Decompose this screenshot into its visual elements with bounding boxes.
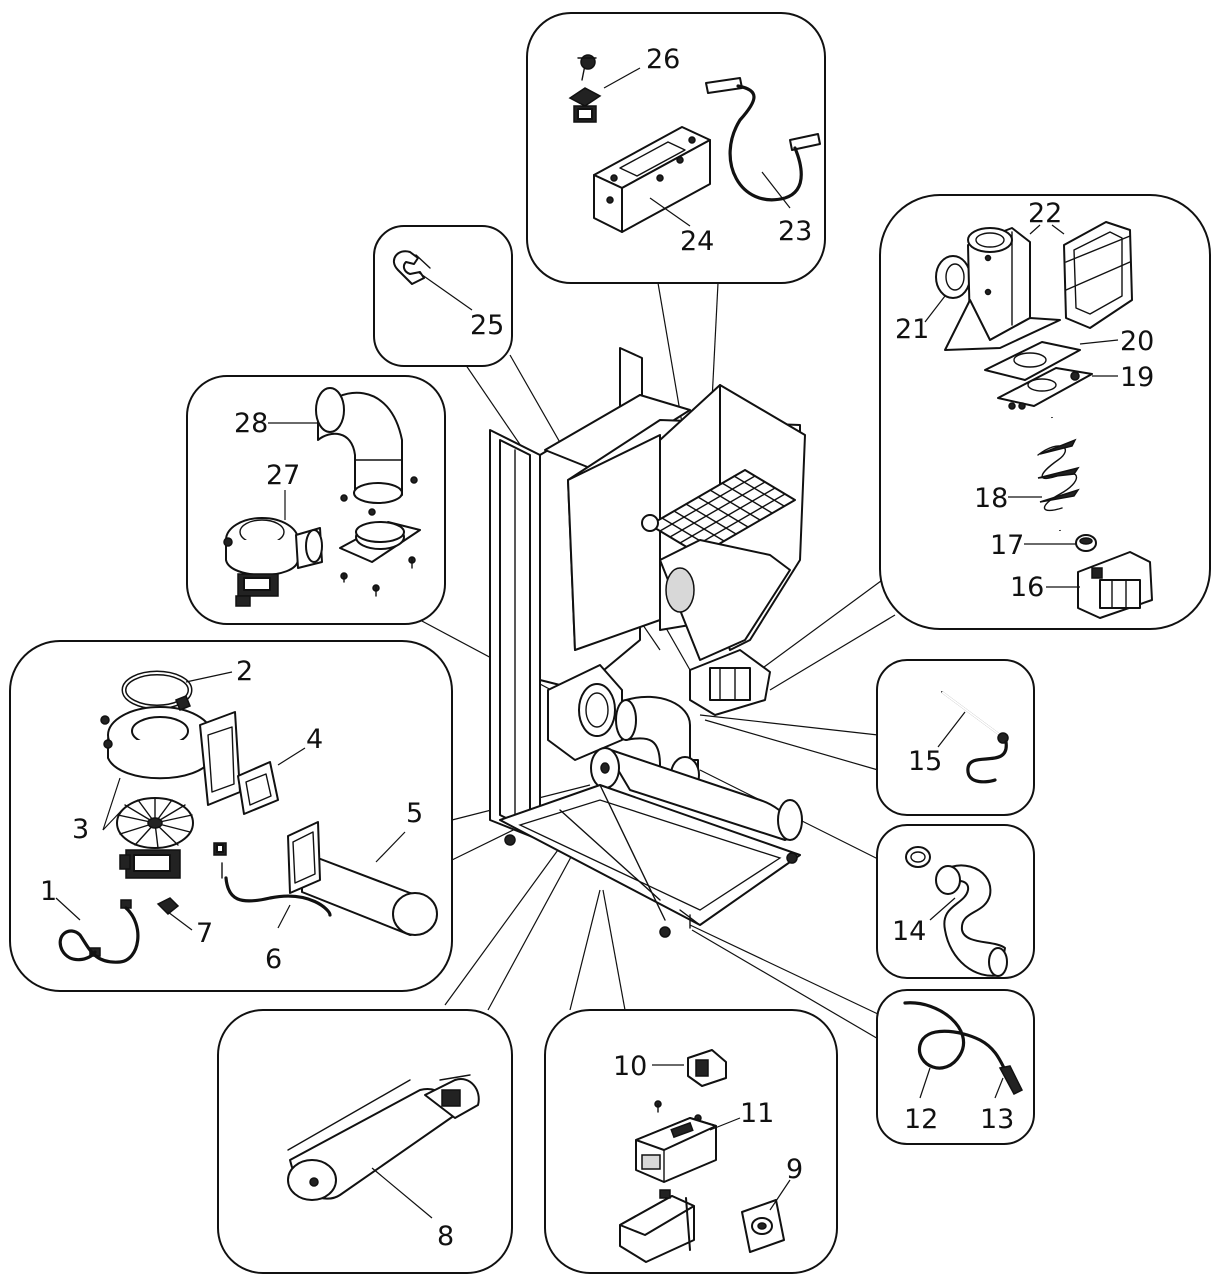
parts-burner-fan — [55, 670, 438, 964]
label-7: 7 — [196, 918, 213, 949]
label-10: 10 — [613, 1051, 647, 1082]
label-25: 25 — [470, 310, 504, 341]
parts-exhaust-fan — [223, 387, 421, 607]
parts-heater — [287, 1074, 480, 1219]
label-20: 20 — [1120, 326, 1154, 357]
label-28: 28 — [234, 408, 268, 439]
parts-controls-top — [568, 54, 821, 233]
box-clip — [373, 225, 513, 367]
label-26: 26 — [646, 44, 680, 75]
main-unit — [489, 347, 806, 938]
label-14: 14 — [892, 916, 926, 947]
parts-hose — [905, 846, 1008, 977]
label-19: 19 — [1120, 362, 1154, 393]
label-6: 6 — [265, 944, 282, 975]
label-1: 1 — [40, 876, 57, 907]
label-11: 11 — [740, 1098, 774, 1129]
label-23: 23 — [778, 216, 812, 247]
label-18: 18 — [974, 483, 1008, 514]
box-sensor — [876, 659, 1035, 816]
label-4: 4 — [306, 724, 323, 755]
label-2: 2 — [236, 656, 253, 687]
label-13: 13 — [980, 1104, 1014, 1135]
parts-sensor — [937, 691, 1009, 784]
label-16: 16 — [1010, 572, 1044, 603]
parts-electronics — [619, 1049, 791, 1263]
label-8: 8 — [437, 1221, 454, 1252]
label-22: 22 — [1028, 198, 1062, 229]
label-24: 24 — [680, 226, 714, 257]
label-27: 27 — [266, 460, 300, 491]
label-15: 15 — [908, 746, 942, 777]
label-17: 17 — [990, 530, 1024, 561]
callout-labels: 1 2 3 4 5 6 7 8 9 10 11 12 13 14 15 16 1… — [40, 44, 1154, 1252]
parts-clip — [392, 250, 473, 311]
parts-auger — [924, 221, 1153, 619]
parts-igniter-cable — [903, 1001, 1024, 1099]
box-igniter-cable — [876, 989, 1035, 1145]
label-9: 9 — [786, 1154, 803, 1185]
label-21: 21 — [895, 314, 929, 345]
box-auger — [879, 194, 1211, 630]
label-3: 3 — [72, 814, 89, 845]
label-12: 12 — [904, 1104, 938, 1135]
leader-lines — [419, 282, 896, 1041]
label-5: 5 — [406, 798, 423, 829]
